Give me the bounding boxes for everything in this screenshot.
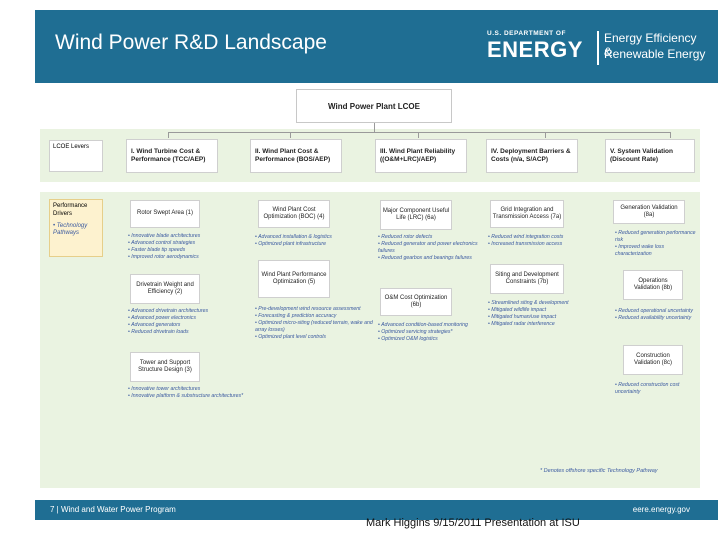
pathways-operations: Reduced operational uncertainty Reduced … [615,308,700,322]
performance-drivers-label: Performance Drivers • Technology Pathway… [49,199,103,257]
driver-construction-validation: Construction Validation (8c) [623,345,683,375]
pathway-item: Reduced generation performance risk [615,230,700,244]
footer-link[interactable]: eere.energy.gov [632,505,690,514]
pathway-item: Optimized plant level controls [255,334,373,341]
slide-title: Wind Power R&D Landscape [55,31,327,54]
pathway-item: Increased transmission access [488,241,598,248]
driver-plant-performance: Wind Plant Performance Optimization (5) [258,260,330,298]
pathway-item: Reduced construction cost uncertainty [615,382,700,396]
driver-plant-cost: Wind Plant Cost Optimization (BOC) (4) [258,200,330,228]
slide-header: Wind Power R&D Landscape U.S. DEPARTMENT… [35,10,718,83]
pathway-item: Mitigated human/use impact [488,314,598,321]
presentation-caption: Mark Higgins 9/15/2011 Presentation at I… [366,517,580,529]
driver-generation-validation: Generation Validation (8a) [613,200,685,224]
pathway-item: Reduced wind integration costs [488,234,598,241]
pathways-component-life: Reduced rotor defects Reduced generator … [378,234,483,262]
pathway-item: Reduced drivetrain loads [128,329,246,336]
eere-line-1: Energy Efficiency & [604,31,697,59]
lever-2-header: II. Wind Plant Cost & Performance (BOS/A… [250,139,342,173]
pathway-item: Advanced power electronics [128,315,246,322]
driver-operations-validation: Operations Validation (8b) [623,270,683,300]
pathways-construction: Reduced construction cost uncertainty [615,382,700,396]
pathway-item: Improved wake loss characterization [615,244,700,258]
pathway-item: Mitigated radar interference [488,321,598,328]
pathways-plant-performance: Pre-development wind resource assessment… [255,306,373,341]
doe-eere-logo: U.S. DEPARTMENT OF ENERGY Energy Efficie… [487,29,707,73]
performance-drivers-text: Performance Drivers [53,203,88,217]
driver-siting: Siting and Development Constraints (7b) [490,264,564,294]
pathway-item: Pre-development wind resource assessment [255,306,373,313]
pathway-item: Optimized plant infrastructure [255,241,373,248]
pathway-item: Advanced condition-based monitoring [378,322,488,329]
pathway-item: Reduced operational uncertainty [615,308,700,315]
lever-4-header: IV. Deployment Barriers & Costs (n/a, S/… [486,139,578,173]
connector [418,132,419,138]
pathways-plant-cost: Advanced installation & logistics Optimi… [255,234,373,248]
pathway-item: Reduced generator and power electronics … [378,241,483,255]
lcoe-diagram: Wind Power Plant LCOE LCOE Levers Perfor… [40,88,700,488]
pathways-generation: Reduced generation performance risk Impr… [615,230,700,258]
footer-program: 7 | Wind and Water Power Program [50,505,176,514]
pathway-item: Innovative platform & substructure archi… [128,393,298,400]
pathway-item: Innovative tower architectures [128,386,298,393]
connector [545,132,546,138]
slide-footer: 7 | Wind and Water Power Program eere.en… [35,500,718,520]
pathway-item: Advanced generators [128,322,246,329]
pathways-grid: Reduced wind integration costs Increased… [488,234,598,248]
technology-pathways-text: • Technology Pathways [53,222,88,237]
driver-tower: Tower and Support Structure Design (3) [130,352,200,382]
lever-5-header: V. System Validation (Discount Rate) [605,139,695,173]
connector [168,132,670,133]
pathway-item: Mitigated wildlife impact [488,307,598,314]
offshore-footnote: * Denotes offshore specific Technology P… [540,468,658,474]
pathway-item: Reduced availability uncertainty [615,315,700,322]
pathways-rotor: Innovative blade architectures Advanced … [128,233,246,261]
pathway-item: Advanced installation & logistics [255,234,373,241]
pathways-siting: Streamlined siting & development Mitigat… [488,300,598,328]
pathway-item: Improved rotor aerodynamics [128,254,246,261]
pathways-tower: Innovative tower architectures Innovativ… [128,386,298,400]
lever-3-header: III. Wind Plant Reliability ((O&M+LRC)/A… [375,139,467,173]
connector [168,132,169,138]
lcoe-levers-label: LCOE Levers [49,140,103,172]
pathway-item: Optimized micro-siting (reduced terrain,… [255,320,373,334]
pathway-item: Forecasting & prediction accuracy [255,313,373,320]
doe-logo-small-text: U.S. DEPARTMENT OF [487,30,566,37]
pathways-om-cost: Advanced condition-based monitoring Opti… [378,322,488,343]
driver-grid-integration: Grid Integration and Transmission Access… [490,200,564,228]
driver-component-life: Major Component Useful Life (LRC) (6a) [380,200,452,230]
pathway-item: Innovative blade architectures [128,233,246,240]
connector [290,132,291,138]
driver-om-cost: O&M Cost Optimization (6b) [380,288,452,316]
pathway-item: Optimized servicing strategies* [378,329,488,336]
pathway-item: Streamlined siting & development [488,300,598,307]
pathway-item: Faster blade tip speeds [128,247,246,254]
lever-1-header: I. Wind Turbine Cost & Performance (TCC/… [126,139,218,173]
pathway-item: Advanced control strategies [128,240,246,247]
doe-logo-energy-text: ENERGY [487,37,583,62]
pathways-drivetrain: Advanced drivetrain architectures Advanc… [128,308,246,336]
driver-drivetrain: Drivetrain Weight and Efficiency (2) [130,274,200,304]
root-node: Wind Power Plant LCOE [296,89,452,123]
pathway-item: Reduced rotor defects [378,234,483,241]
pathway-item: Optimized O&M logistics [378,336,488,343]
logo-divider [597,31,599,65]
pathway-item: Advanced drivetrain architectures [128,308,246,315]
pathway-item: Reduced gearbox and bearings failures [378,255,483,262]
eere-line-2: Renewable Energy [604,47,706,61]
connector [670,132,671,138]
driver-rotor-swept-area: Rotor Swept Area (1) [130,200,200,228]
connector [374,123,375,132]
